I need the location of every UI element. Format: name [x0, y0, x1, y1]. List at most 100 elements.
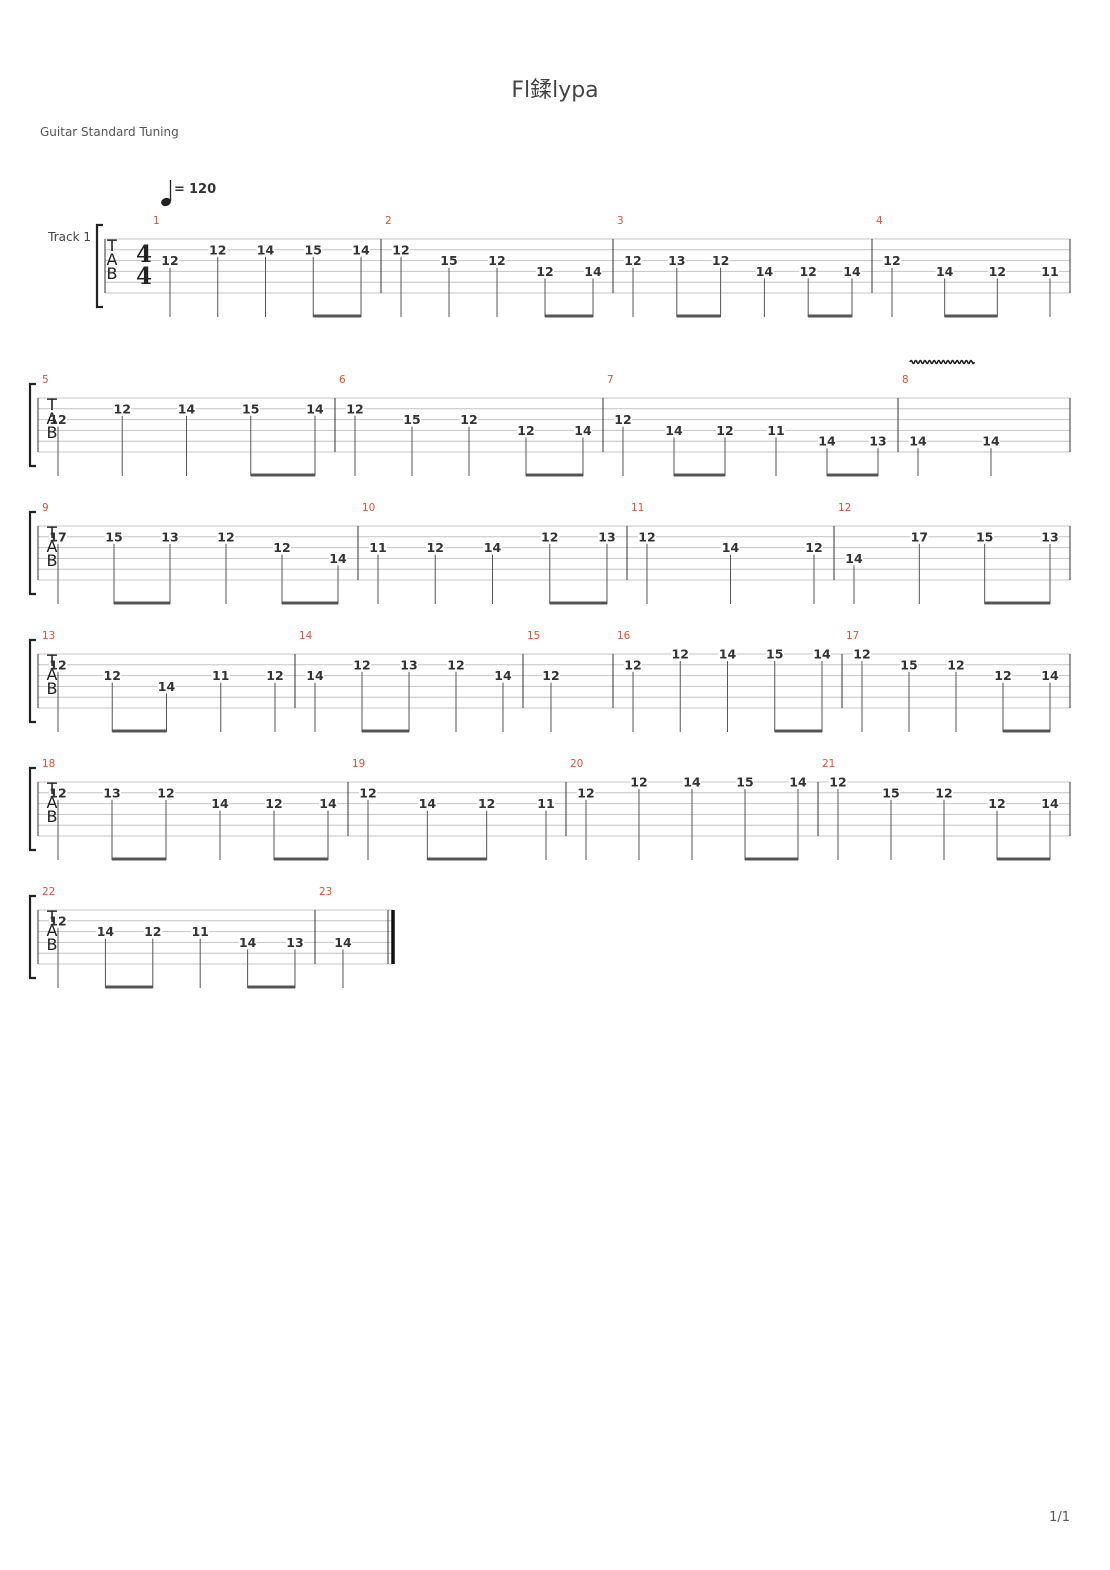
tab-letter: A — [47, 921, 58, 940]
fret-bg — [103, 669, 122, 682]
fret-bg — [49, 914, 67, 927]
measure-number: 5 — [42, 374, 49, 386]
fret-bg — [542, 669, 560, 682]
measure-number: 16 — [617, 630, 631, 642]
fret-bg — [319, 797, 337, 810]
fret-bg — [711, 254, 730, 267]
tab-letter: T — [106, 236, 117, 255]
fret-number: 13 — [1041, 529, 1058, 544]
fret-bg — [718, 648, 737, 660]
fret-bg — [624, 254, 642, 267]
system-bracket — [28, 894, 36, 980]
fret-number: 12 — [638, 529, 655, 544]
system-bracket — [28, 638, 36, 724]
page-number: 1/1 — [1049, 1510, 1070, 1525]
fret-bg — [624, 658, 642, 671]
tab-letter: B — [107, 264, 118, 283]
fret-bg — [161, 254, 179, 267]
fret-number: 12 — [536, 264, 553, 279]
tab-letter: B — [47, 935, 58, 954]
fret-bg — [765, 648, 784, 660]
tab-letter: B — [47, 679, 58, 698]
fret-number: 14 — [329, 551, 347, 566]
fret-number: 12 — [157, 785, 174, 800]
fret-bg — [477, 797, 496, 810]
fret-bg — [665, 424, 683, 437]
fret-number: 13 — [103, 785, 120, 800]
time-sig-denominator: 4 — [136, 263, 152, 290]
fret-number: 12 — [542, 668, 559, 683]
fret-number: 12 — [49, 657, 66, 672]
fret-number: 12 — [209, 242, 226, 257]
fret-bg — [630, 776, 648, 788]
fret-bg — [286, 936, 304, 949]
measure-number: 17 — [846, 630, 859, 642]
fret-number: 13 — [161, 529, 178, 544]
fret-number: 14 — [909, 434, 927, 449]
fret-number: 15 — [766, 647, 783, 662]
fret-number: 14 — [419, 796, 437, 811]
fret-bg — [352, 243, 370, 256]
fret-number: 11 — [369, 540, 386, 555]
fret-bg — [403, 413, 421, 426]
fret-number: 15 — [976, 529, 993, 544]
fret-number: 15 — [736, 775, 753, 790]
fret-bg — [113, 402, 132, 415]
measure-number: 14 — [299, 630, 313, 642]
fret-number: 14 — [756, 264, 774, 279]
fret-bg — [266, 669, 284, 682]
fret-number: 13 — [286, 935, 303, 950]
fret-bg — [614, 413, 632, 426]
tab-letter: A — [107, 250, 118, 269]
fret-number: 12 — [947, 657, 964, 672]
fret-number: 15 — [242, 401, 259, 416]
fret-number: 12 — [488, 253, 505, 268]
fret-bg — [935, 786, 953, 799]
tempo-value: 120 — [189, 182, 216, 197]
fret-bg — [273, 541, 291, 554]
fret-number: 12 — [49, 412, 66, 427]
fret-number: 14 — [97, 924, 115, 939]
fret-bg — [517, 424, 535, 437]
fret-number: 14 — [334, 935, 352, 950]
fret-bg — [799, 265, 818, 278]
fret-bg — [574, 424, 592, 437]
fret-number: 12 — [805, 540, 822, 555]
tempo-equals: = — [174, 182, 185, 197]
fret-number: 14 — [722, 540, 740, 555]
fret-bg — [304, 243, 323, 256]
tab-system — [28, 766, 1071, 861]
song-title: Fl鍒lypa — [511, 78, 599, 103]
fret-number: 13 — [400, 657, 417, 672]
tab-system — [28, 359, 1071, 477]
fret-bg — [883, 254, 901, 267]
fret-bg — [157, 786, 175, 799]
fret-number: 12 — [353, 657, 370, 672]
fret-number: 13 — [598, 529, 615, 544]
fret-number: 14 — [843, 264, 861, 279]
fret-number: 14 — [574, 423, 592, 438]
tab-letter: A — [47, 793, 58, 812]
fret-bg — [869, 435, 887, 448]
fret-bg — [306, 669, 324, 682]
fret-number: 14 — [982, 434, 1000, 449]
fret-number: 12 — [883, 253, 900, 268]
fret-bg — [49, 530, 67, 543]
measure-number: 6 — [339, 374, 346, 386]
fret-bg — [217, 530, 235, 543]
fret-bg — [440, 254, 458, 267]
fret-bg — [982, 435, 1000, 448]
fret-bg — [306, 402, 324, 415]
fret-number: 14 — [1041, 796, 1059, 811]
fret-number: 15 — [882, 785, 899, 800]
fret-number: 11 — [1041, 264, 1058, 279]
measure-number: 2 — [385, 215, 392, 227]
measure-number: 20 — [570, 758, 583, 770]
fret-number: 12 — [346, 401, 363, 416]
tab-letter: T — [46, 395, 57, 414]
fret-bg — [882, 786, 900, 799]
quarter-note-icon — [161, 197, 171, 207]
fret-number: 12 — [672, 647, 689, 662]
tab-letter: A — [47, 665, 58, 684]
fret-number: 12 — [144, 924, 161, 939]
